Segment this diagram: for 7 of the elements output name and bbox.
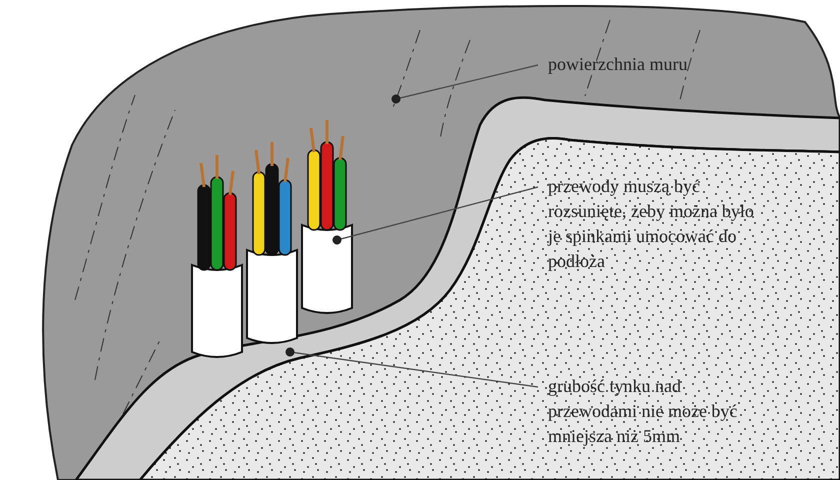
callout-text: grubość tynku nad przewodami nie może być mniejsza niż 5mm [548, 374, 770, 449]
plaster-layer-drawing [74, 96, 840, 480]
leader-line [286, 348, 538, 388]
callout-text: przewody muszą być rozsunięte, żeby można było je spinkami umocować do podłoża [548, 174, 770, 274]
callout-text: powierzchnia muru [548, 52, 770, 77]
leader-line [392, 64, 538, 104]
leader-line [332, 186, 538, 244]
